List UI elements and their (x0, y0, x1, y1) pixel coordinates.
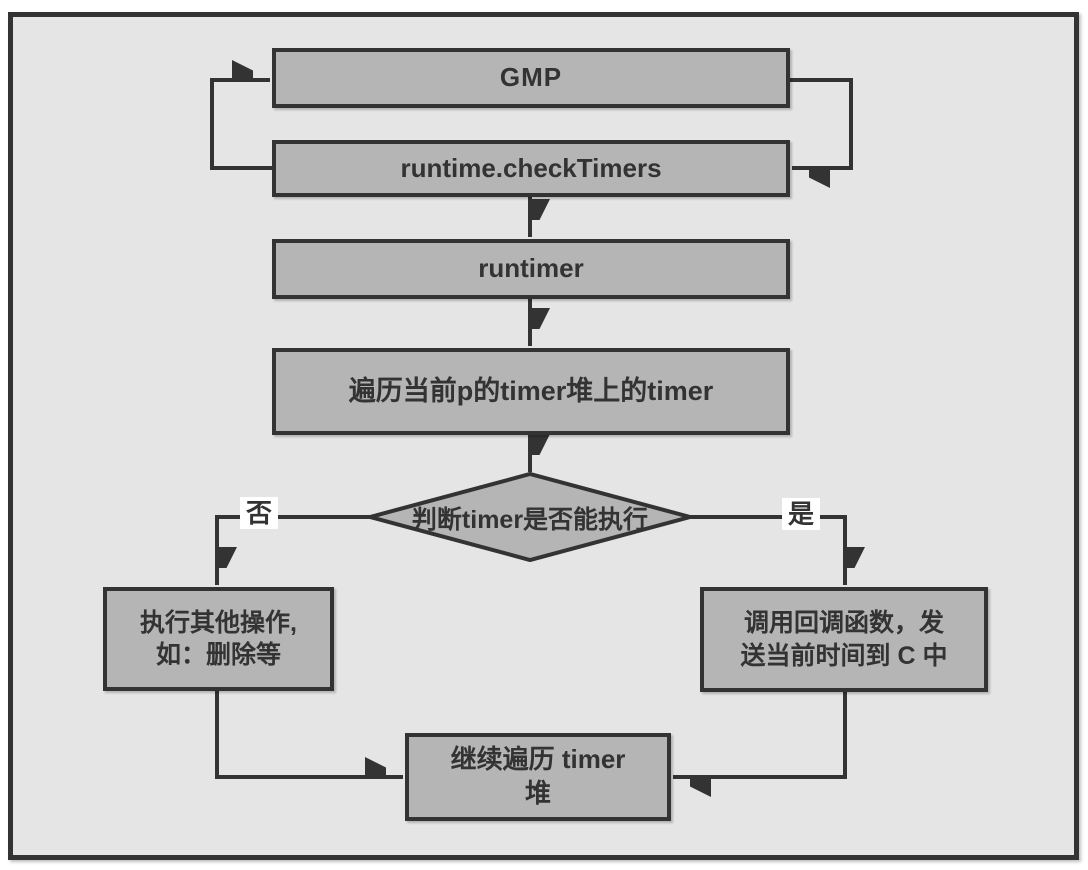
node-call-callback-line1: 调用回调函数，发 (743, 609, 944, 637)
node-continue-iterate-line2: 堆 (524, 778, 551, 808)
node-call-callback: 调用回调函数，发 送当前时间到 C 中 (700, 587, 988, 692)
edge-checktimers-to-gmp (210, 80, 272, 170)
node-iterate-timer-heap-label: 遍历当前p的timer堆上的timer (348, 375, 714, 406)
decision-diamond-shape (362, 471, 698, 563)
node-other-operations-line1: 执行其他操作, (140, 608, 297, 637)
edge-gmp-to-checktimers (790, 78, 853, 168)
edge-label-yes: 是 (782, 498, 821, 530)
node-gmp-label: GMP (499, 62, 563, 93)
node-runtime-checktimers-label: runtime.checkTimers (400, 152, 662, 183)
node-iterate-timer-heap: 遍历当前p的timer堆上的timer (272, 348, 790, 435)
edge-otherops-to-continue (215, 691, 403, 779)
node-runtime-checktimers: runtime.checkTimers (272, 140, 790, 197)
node-runtimer-label: runtimer (478, 253, 584, 284)
node-continue-iterate: 继续遍历 timer 堆 (405, 733, 671, 821)
edge-decision-yes (690, 515, 845, 585)
edge-callback-to-continue (673, 692, 847, 777)
node-other-operations-line2: 如：删除等 (155, 641, 281, 669)
node-runtimer: runtimer (272, 239, 790, 299)
node-continue-iterate-line1: 继续遍历 timer (450, 744, 626, 775)
edge-label-no: 否 (240, 497, 279, 529)
edge-decision-no (215, 515, 370, 585)
node-call-callback-line2: 送当前时间到 C 中 (740, 641, 948, 670)
node-other-operations: 执行其他操作, 如：删除等 (103, 587, 334, 691)
node-gmp: GMP (272, 48, 790, 108)
